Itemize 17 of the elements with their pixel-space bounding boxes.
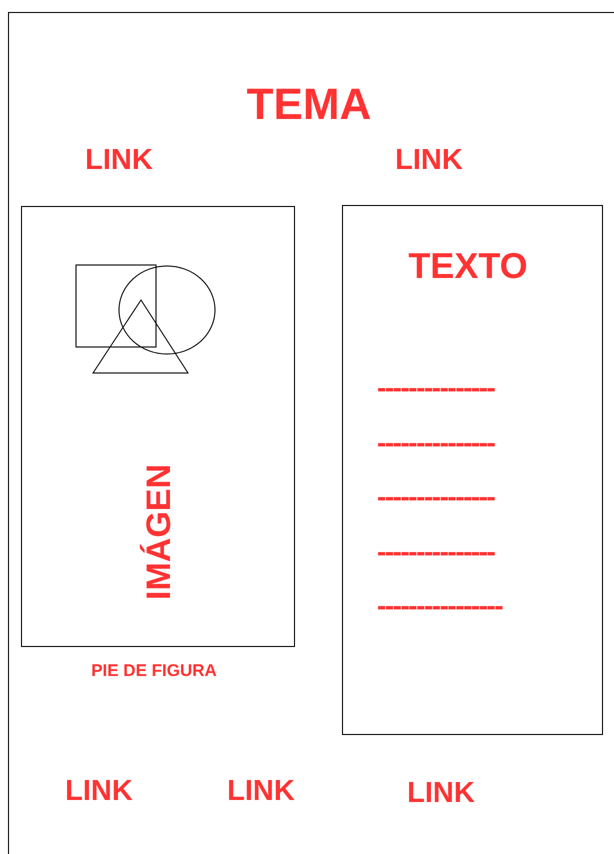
image-label: IMÁGEN	[142, 463, 176, 602]
placeholder-line: ---------------	[377, 374, 494, 402]
link-text: LINK	[226, 777, 296, 806]
title-heading: TEMA	[246, 83, 372, 127]
page-frame	[8, 12, 614, 854]
link-text: LINK	[406, 779, 476, 808]
placeholder-line: ----------------	[377, 592, 502, 620]
text-placeholder-box	[342, 205, 603, 735]
link-text: LINK	[394, 146, 464, 175]
placeholder-line: ---------------	[377, 538, 494, 566]
link-text: LINK	[84, 146, 154, 175]
text-heading: TEXTO	[407, 248, 529, 284]
figure-caption: PIE DE FIGURA	[90, 662, 218, 679]
image-placeholder-box	[21, 206, 295, 647]
link-text: LINK	[64, 777, 134, 806]
placeholder-line: ---------------	[377, 483, 494, 511]
placeholder-line: ---------------	[377, 428, 494, 456]
